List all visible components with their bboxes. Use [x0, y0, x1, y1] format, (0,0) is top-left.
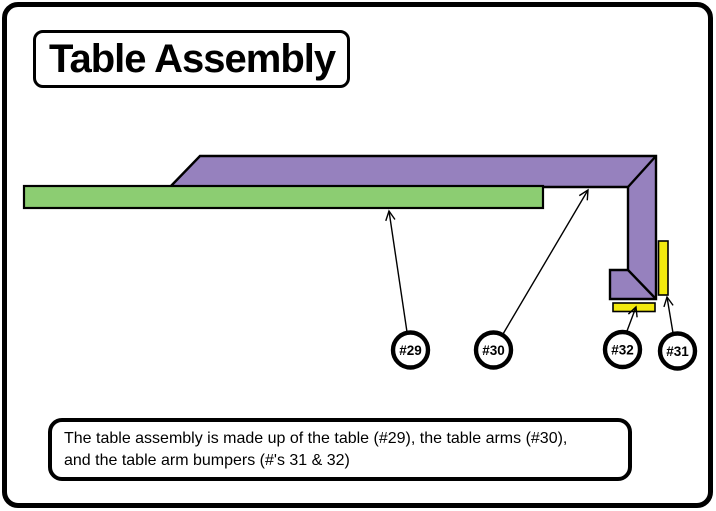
callout-table: #29: [390, 330, 431, 370]
arm-bottom-miter-line: [627, 269, 657, 300]
callout-circle-29: [390, 330, 431, 370]
arrow-to-bottom-bumper: [626, 305, 638, 332]
arrow-to-table: [385, 209, 408, 333]
arrow-to-side-bumper: [663, 295, 674, 334]
table-arm-part: [167, 154, 658, 301]
page-title: Table Assembly: [49, 36, 336, 81]
arm-top-miter-line: [627, 155, 657, 188]
side-bumper-part: [657, 240, 669, 296]
callout-label-31: #31: [666, 344, 689, 359]
caption-box: The table assembly is made up of the tab…: [48, 418, 632, 481]
callout-circle-31: [657, 331, 698, 371]
callout-circle-30: [473, 330, 514, 370]
callout-label-32: #32: [611, 343, 634, 358]
callout-label-30: #30: [482, 343, 505, 358]
caption-line-2: and the table arm bumpers (#'s 31 & 32): [64, 452, 350, 470]
callout-circle-32: [602, 329, 643, 370]
arrow-to-table-arms: [502, 188, 589, 335]
caption-line-1: The table assembly is made up of the tab…: [64, 430, 568, 447]
callout-label-29: #29: [399, 343, 422, 358]
table-part: [22, 184, 545, 210]
callout-side-bumper: #31: [657, 331, 698, 371]
bottom-bumper-part: [612, 302, 656, 313]
callout-bottom-bumper: #32: [602, 329, 643, 370]
title-box: Table Assembly: [33, 30, 350, 88]
callout-table-arms: #30: [473, 330, 514, 370]
